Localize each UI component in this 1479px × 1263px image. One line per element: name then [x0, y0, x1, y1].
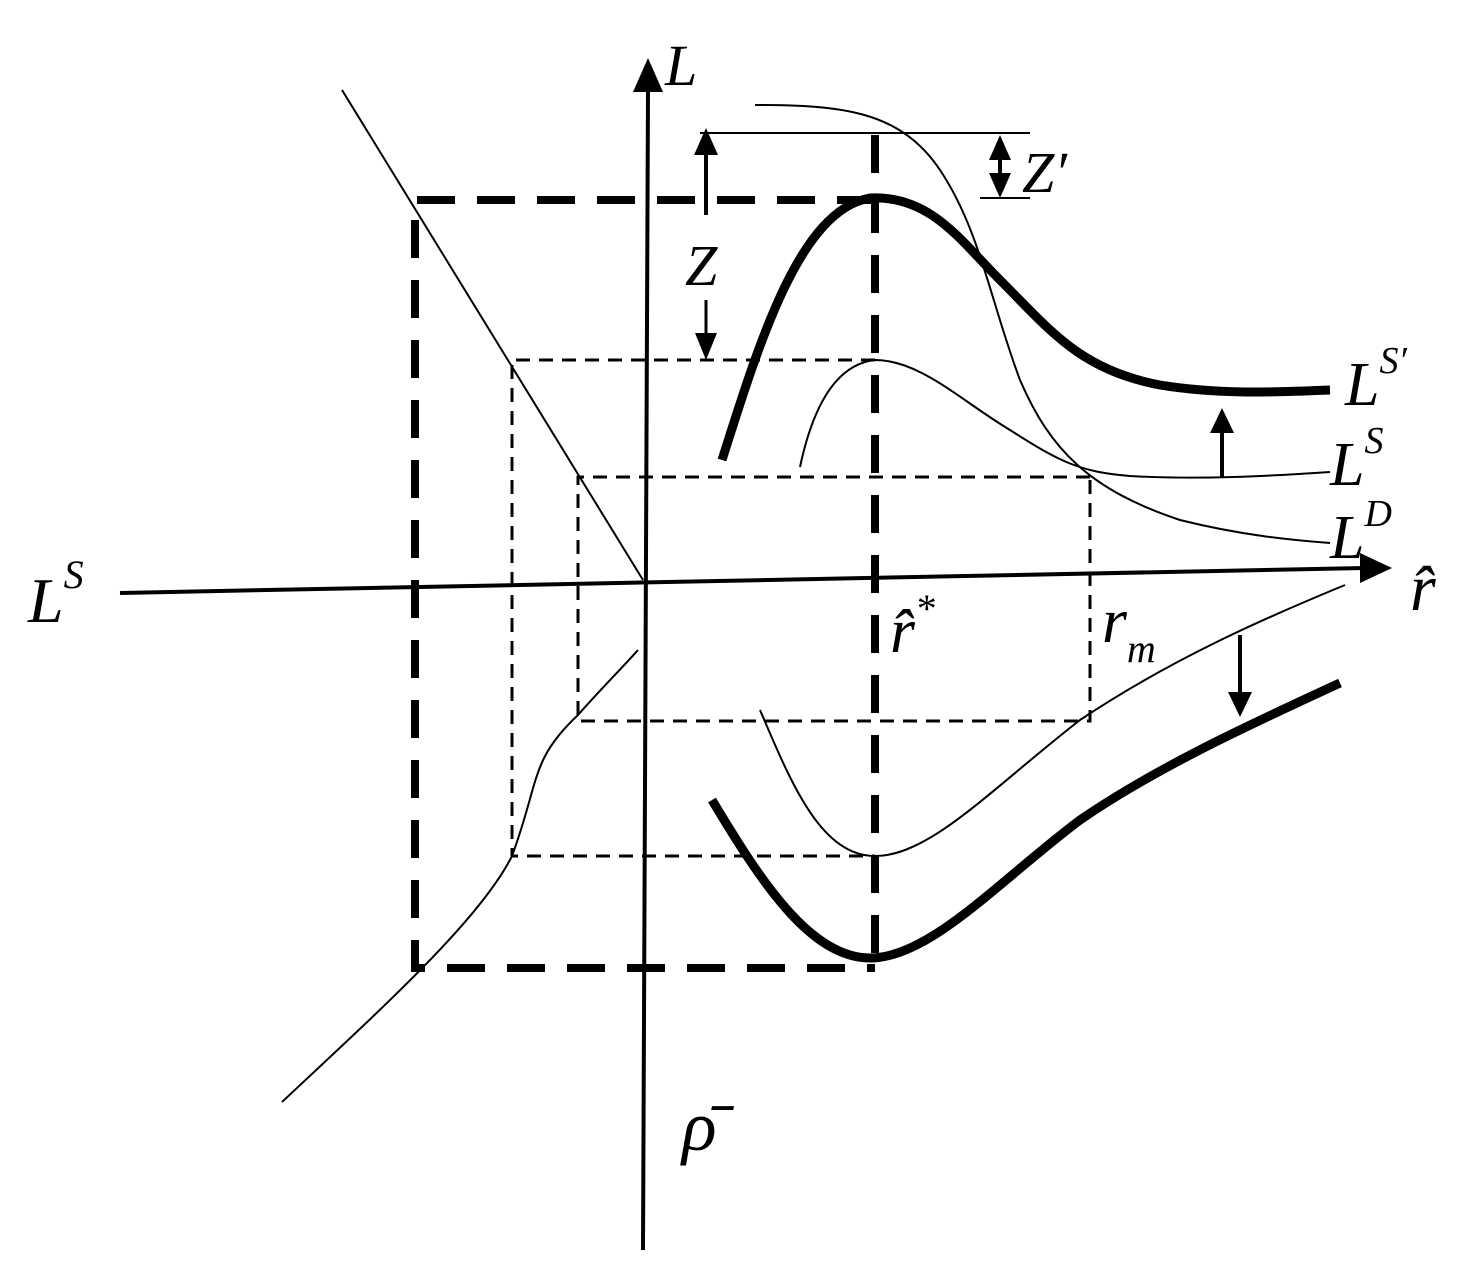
thick-dashed-rectangle — [411, 196, 875, 972]
z-prime-arrowhead-up — [989, 135, 1011, 160]
shift-down-arrowhead — [1228, 692, 1252, 717]
z-down-arrowhead — [695, 333, 717, 360]
label-r-m: rm — [1102, 585, 1156, 671]
curve-ls-prime — [717, 193, 1331, 462]
curve-ld — [754, 104, 1331, 544]
label-curve-ls: LS — [1329, 420, 1383, 499]
label-bottom-axis: ρ̄ — [680, 1086, 735, 1166]
z-prime-arrowhead-down — [989, 173, 1011, 198]
label-curve-ls-prime: LS′ — [1344, 340, 1407, 419]
label-z: Z — [685, 233, 718, 298]
lower-left-curve — [281, 649, 639, 1103]
vertical-axis — [641, 89, 650, 1251]
z-up-arrowhead — [694, 128, 718, 155]
dashed-rectangle-inner — [576, 475, 1092, 723]
label-curve-ld: LD — [1329, 493, 1392, 572]
label-y-axis: L — [664, 33, 697, 98]
horizontal-axis — [119, 566, 1366, 595]
label-left-axis: LS — [27, 552, 84, 636]
lower-thick-curve — [708, 678, 1342, 963]
vertical-axis-arrowhead — [633, 58, 663, 92]
dashed-rectangle-outer — [510, 358, 875, 858]
label-r-star: r̂* — [890, 586, 935, 666]
shift-up-arrowhead — [1210, 408, 1234, 433]
diagonal-line — [341, 89, 644, 581]
horizontal-axis-arrowhead — [1360, 553, 1392, 583]
lower-thin-curve — [759, 584, 1346, 858]
label-z-prime: Z′ — [1022, 140, 1068, 205]
curve-ls — [799, 358, 1331, 479]
label-x-axis: r̂ — [1410, 552, 1436, 625]
